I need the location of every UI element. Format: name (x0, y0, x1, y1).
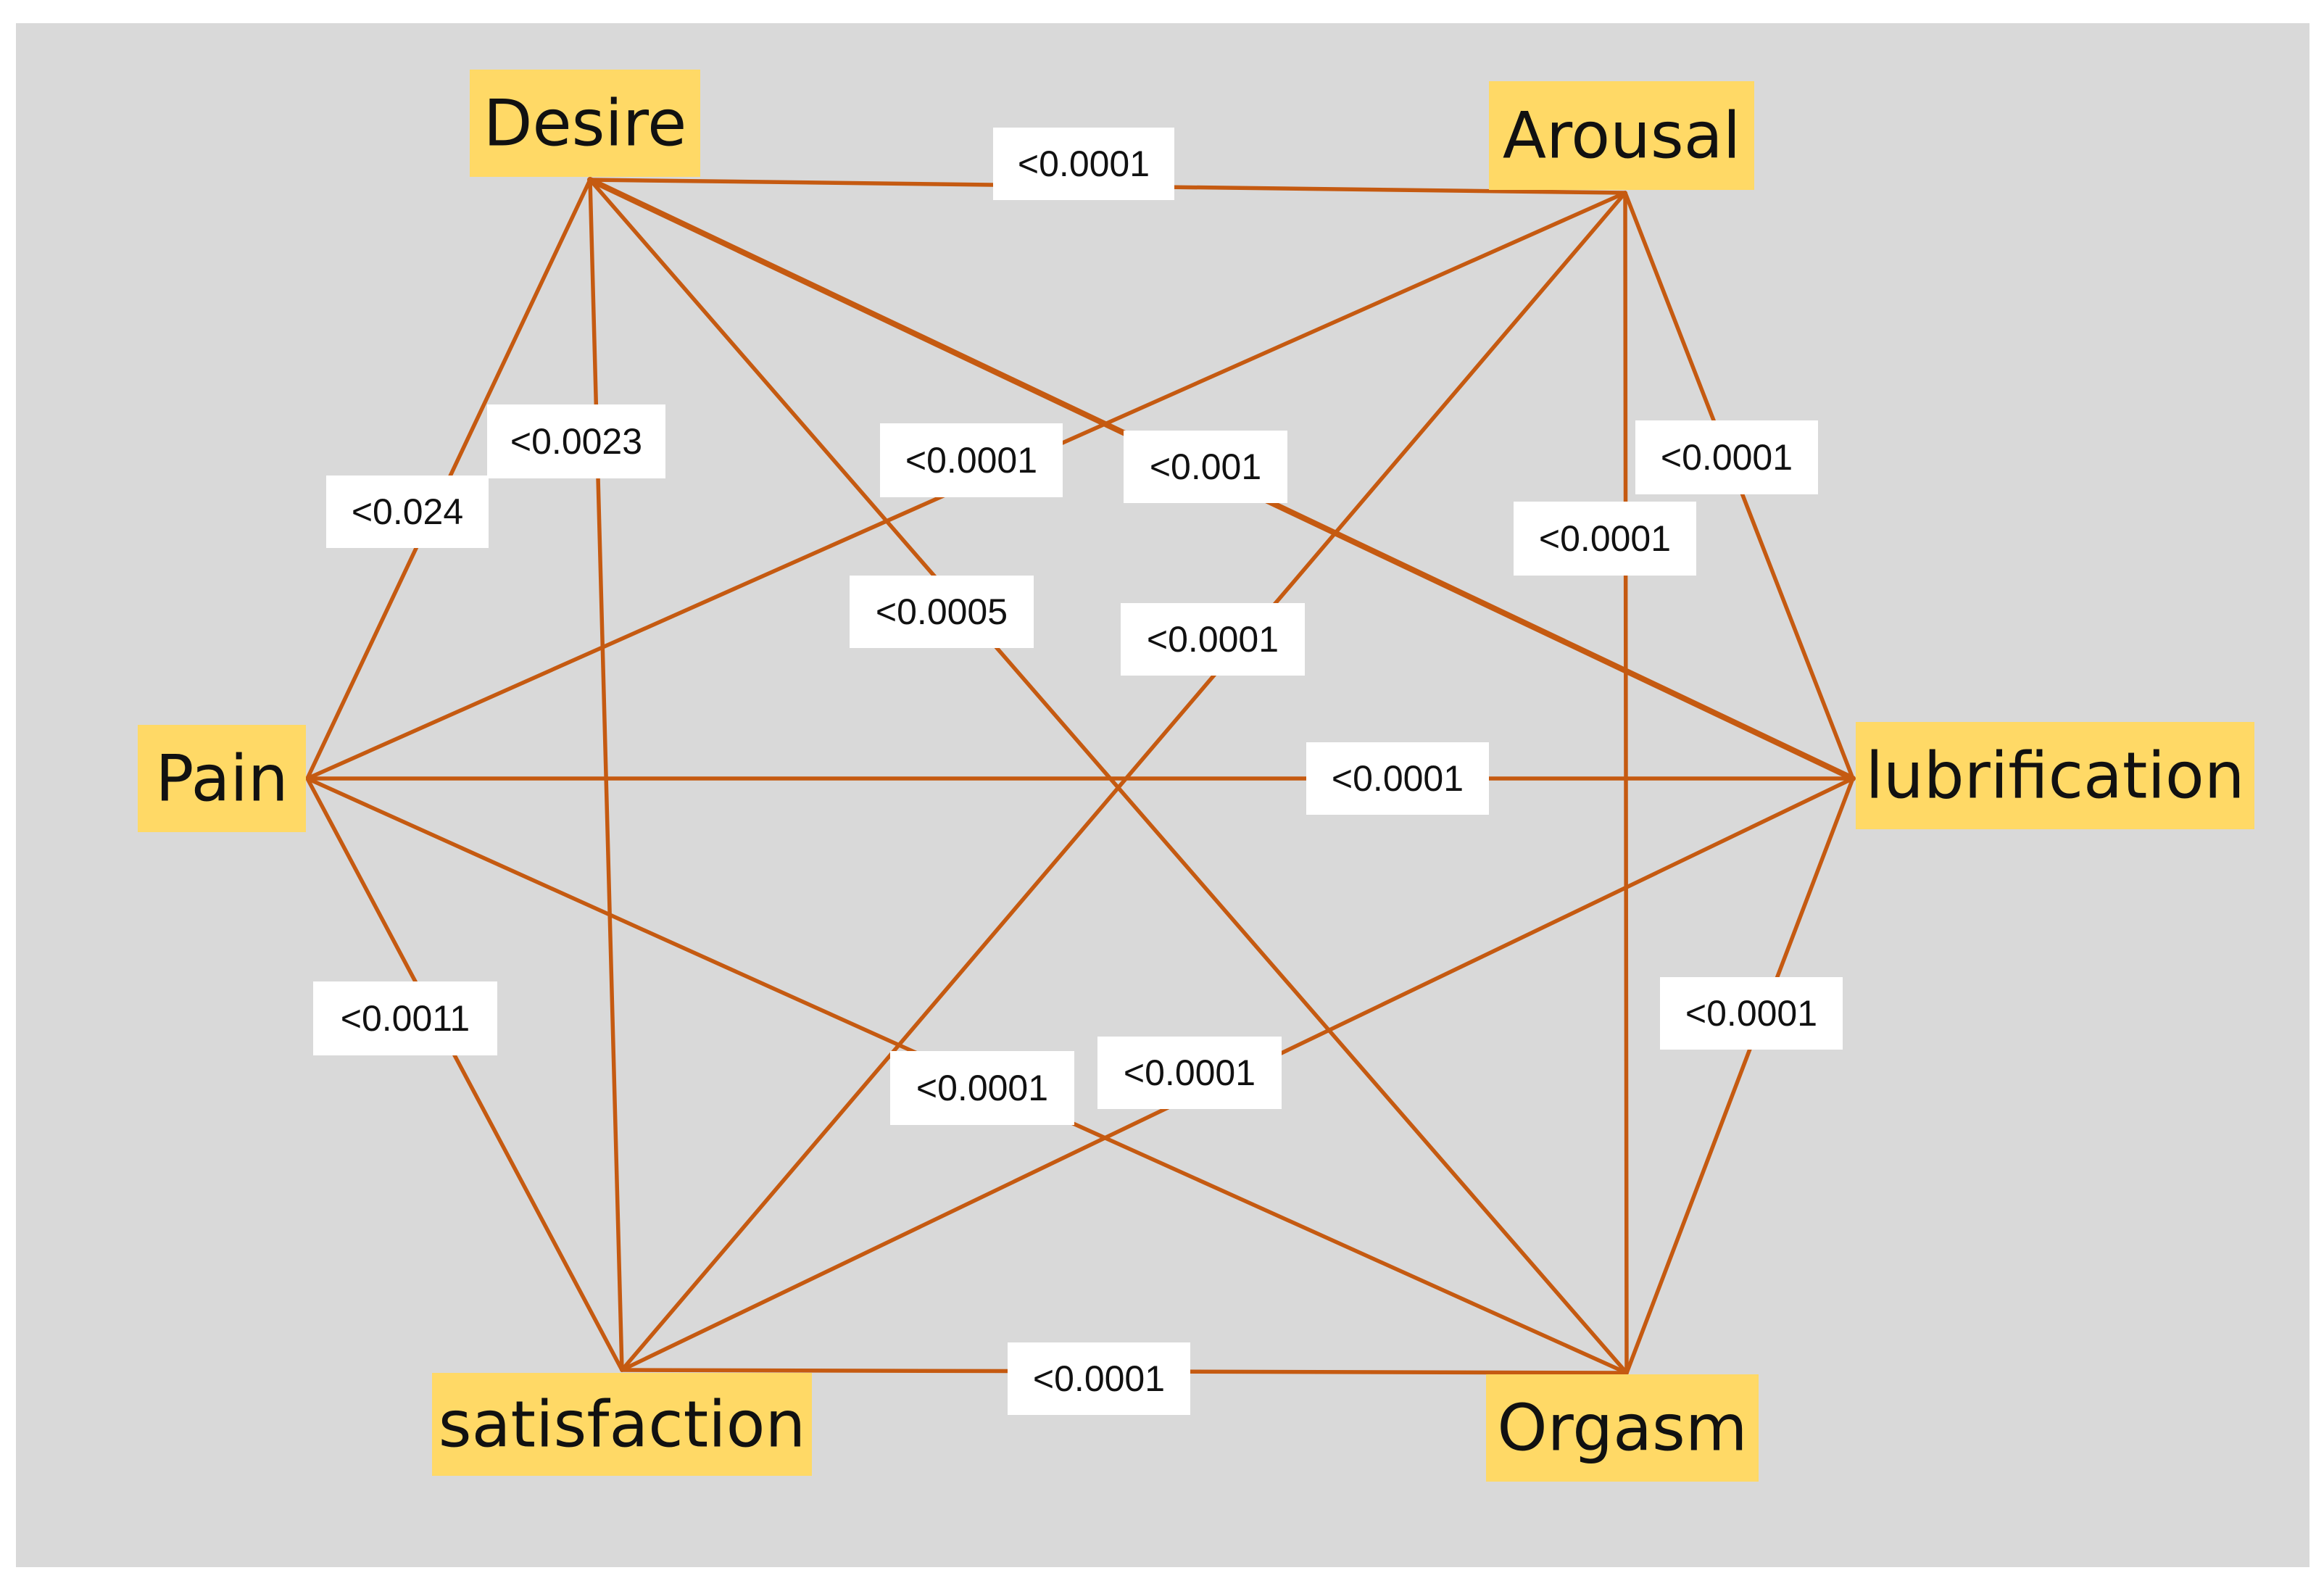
node-desire: Desire (470, 70, 700, 177)
edge-label-desire-orgasm: <0.0005 (850, 576, 1034, 648)
node-label: Arousal (1503, 99, 1740, 173)
edge-desire-satisfaction (588, 178, 624, 1372)
node-label: lubrification (1865, 739, 2244, 813)
edge-label-text: <0.024 (352, 491, 463, 532)
edge-label-arousal-satisfaction: <0.0001 (1121, 603, 1305, 676)
edge-label-box (880, 423, 1063, 497)
edge-label-text: <0.0001 (905, 440, 1037, 481)
edge-label-box (993, 128, 1174, 200)
edge-label-lubrification-orgasm: <0.0001 (1660, 977, 1843, 1050)
node-label: Orgasm (1497, 1391, 1747, 1466)
node-arousal: Arousal (1489, 81, 1754, 190)
node-pain: Pain (138, 725, 306, 832)
node-label: Pain (155, 742, 288, 816)
edge-label-text: <0.0001 (1033, 1358, 1165, 1399)
edge-arousal-satisfaction (620, 191, 1627, 1372)
node-box (1856, 722, 2254, 829)
edge-label-text: <0.0001 (916, 1068, 1048, 1108)
node-box (1486, 1374, 1759, 1482)
edge-label-text: <0.0001 (1332, 758, 1464, 799)
edge-label-box (850, 576, 1034, 648)
node-box (1489, 81, 1754, 190)
edge-label-box (1514, 502, 1696, 576)
edge-label-text: <0.0001 (1539, 518, 1671, 559)
edge-label-box (1121, 603, 1305, 676)
node-label: satisfaction (439, 1387, 805, 1462)
node-orgasm: Orgasm (1486, 1374, 1759, 1482)
edge-label-box (1097, 1037, 1282, 1109)
edge-label-box (313, 981, 497, 1055)
edge-label-desire-arousal: <0.0001 (993, 128, 1174, 200)
edge-desire-orgasm (588, 178, 1629, 1375)
edge-label-text: <0.0001 (1147, 619, 1279, 660)
node-box (470, 70, 700, 177)
node-box (138, 725, 306, 832)
edge-label-text: <0.0005 (876, 591, 1008, 632)
edge-label-pain-satisfaction: <0.0011 (313, 981, 497, 1055)
edge-label-satisfaction-lubrification: <0.0001 (1097, 1037, 1282, 1109)
edge-label-desire-satisfaction: <0.0023 (487, 404, 665, 478)
edge-label-box (1306, 742, 1489, 815)
edge-label-box (1660, 977, 1843, 1050)
edge-label-box (487, 404, 665, 478)
edge-labels-layer: <0.0001 <0.024 <0.0023 <0.0005 <0.001 <0.0001… (313, 128, 1843, 1415)
edge-label-text: <0.0001 (1124, 1053, 1256, 1093)
edge-label-text: <0.0001 (1018, 144, 1150, 184)
edge-label-box (1008, 1342, 1190, 1415)
node-satisfaction: satisfaction (432, 1373, 812, 1476)
edge-label-text: <0.001 (1150, 447, 1261, 487)
edge-label-box (1635, 420, 1818, 494)
edge-lubrification-orgasm (1624, 776, 1855, 1375)
edge-label-satisfaction-orgasm: <0.0001 (1008, 1342, 1190, 1415)
edge-label-text: <0.0001 (1661, 437, 1793, 478)
edge-label-pain-lubrification: <0.0001 (1306, 742, 1489, 815)
edge-label-arousal-pain: <0.0001 (880, 423, 1063, 497)
edge-label-box (326, 476, 489, 548)
edge-label-desire-lubrification: <0.001 (1124, 431, 1287, 503)
edge-label-box (1124, 431, 1287, 503)
edge-label-text: <0.0001 (1685, 993, 1817, 1034)
edge-label-desire-pain: <0.024 (326, 476, 489, 548)
node-box (432, 1373, 812, 1476)
edge-label-pain-orgasm: <0.0001 (890, 1051, 1074, 1125)
node-label: Desire (484, 86, 687, 161)
edge-pain-satisfaction (305, 776, 624, 1372)
edge-label-box (890, 1051, 1074, 1125)
edge-label-text: <0.0011 (341, 998, 470, 1039)
edge-label-text: <0.0023 (510, 421, 642, 462)
edge-label-arousal-orgasm: <0.0001 (1514, 502, 1696, 576)
edge-arousal-orgasm (1623, 191, 1629, 1375)
edge-label-arousal-lubrification: <0.0001 (1635, 420, 1818, 494)
node-lubrification: lubrification (1856, 722, 2254, 829)
